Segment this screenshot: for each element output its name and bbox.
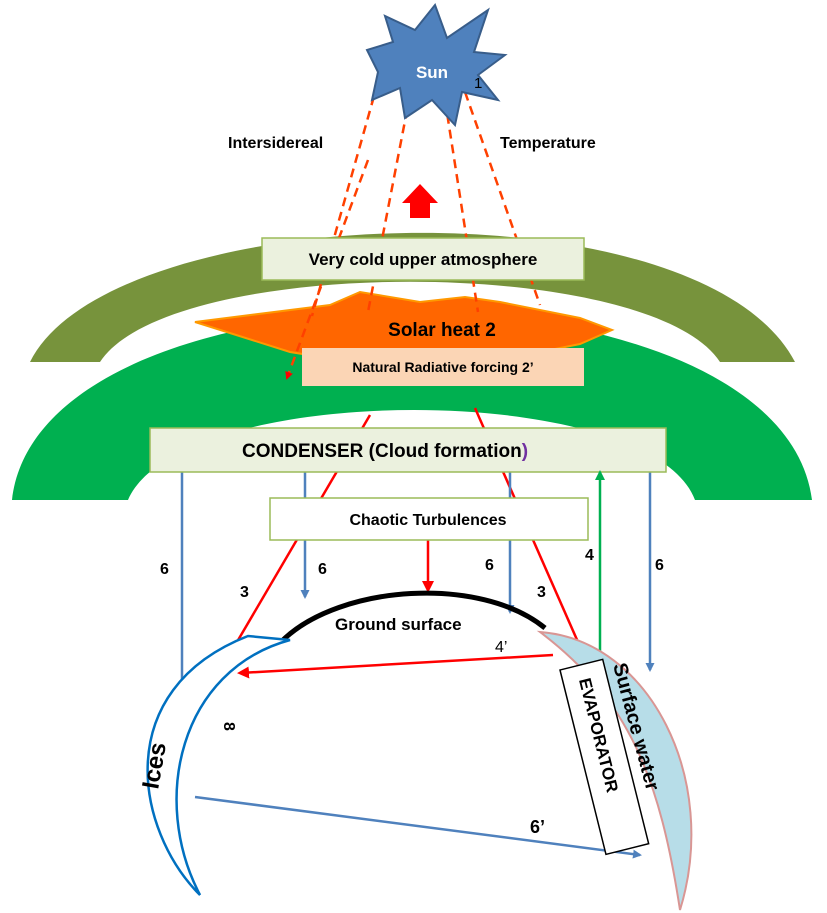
- condenser-box: [149, 427, 667, 473]
- evaporator-box: [559, 658, 650, 856]
- intersidereal-label: Intersidereal: [228, 135, 323, 152]
- ray-5: [285, 159, 370, 380]
- ray-3: [443, 99, 480, 313]
- arrow-number-6-mid-left: 6: [318, 561, 327, 578]
- arrow-number-6-right: 6: [655, 557, 664, 574]
- evaporator: EVAPORATOR: [559, 658, 650, 856]
- upward-heat-arrow: [402, 184, 438, 218]
- upper-atmosphere-box: [261, 237, 585, 281]
- atmosphere-green-arc: [12, 312, 812, 500]
- ground-surface-arc: [281, 590, 547, 642]
- arrow-4-prime: [237, 653, 554, 679]
- solar-heat-label: Solar heat 2: [388, 320, 496, 341]
- arrow-number-3-left: 3: [240, 584, 249, 601]
- ices-crescent: [146, 634, 291, 896]
- arrow-number-6-prime: 6’: [530, 817, 545, 837]
- radiative-forcing-label: Natural Radiative forcing 2’: [352, 359, 533, 375]
- temperature-label: Temperature: [500, 135, 596, 152]
- arrow-number-8: 8: [220, 722, 237, 731]
- radiative-forcing-box: [302, 348, 584, 386]
- arrow-6-prime: [194, 795, 642, 859]
- sun-icon: [365, 2, 508, 128]
- ground-surface-label: Ground surface: [335, 615, 462, 634]
- turbulences-label: Chaotic Turbulences: [349, 512, 506, 529]
- arrow-number-6-mid-right: 6: [485, 557, 494, 574]
- condenser-paren: ): [522, 441, 528, 462]
- arrow-number-4: 4: [585, 547, 594, 564]
- turbulences-box: [269, 497, 589, 541]
- sun: Sun 1: [365, 2, 508, 128]
- arrow-number-3-right: 3: [537, 584, 546, 601]
- arrow-number-6-left: 6: [160, 561, 169, 578]
- upper-atmosphere-arc: [30, 232, 795, 362]
- upper-atmosphere-label: Very cold upper atmosphere: [309, 250, 538, 269]
- condenser-label: CONDENSER (Cloud formation): [242, 441, 528, 462]
- arrow-number-4-prime: 4’: [495, 639, 507, 656]
- sun-number: 1: [474, 75, 482, 92]
- sun-label: Sun: [416, 63, 448, 82]
